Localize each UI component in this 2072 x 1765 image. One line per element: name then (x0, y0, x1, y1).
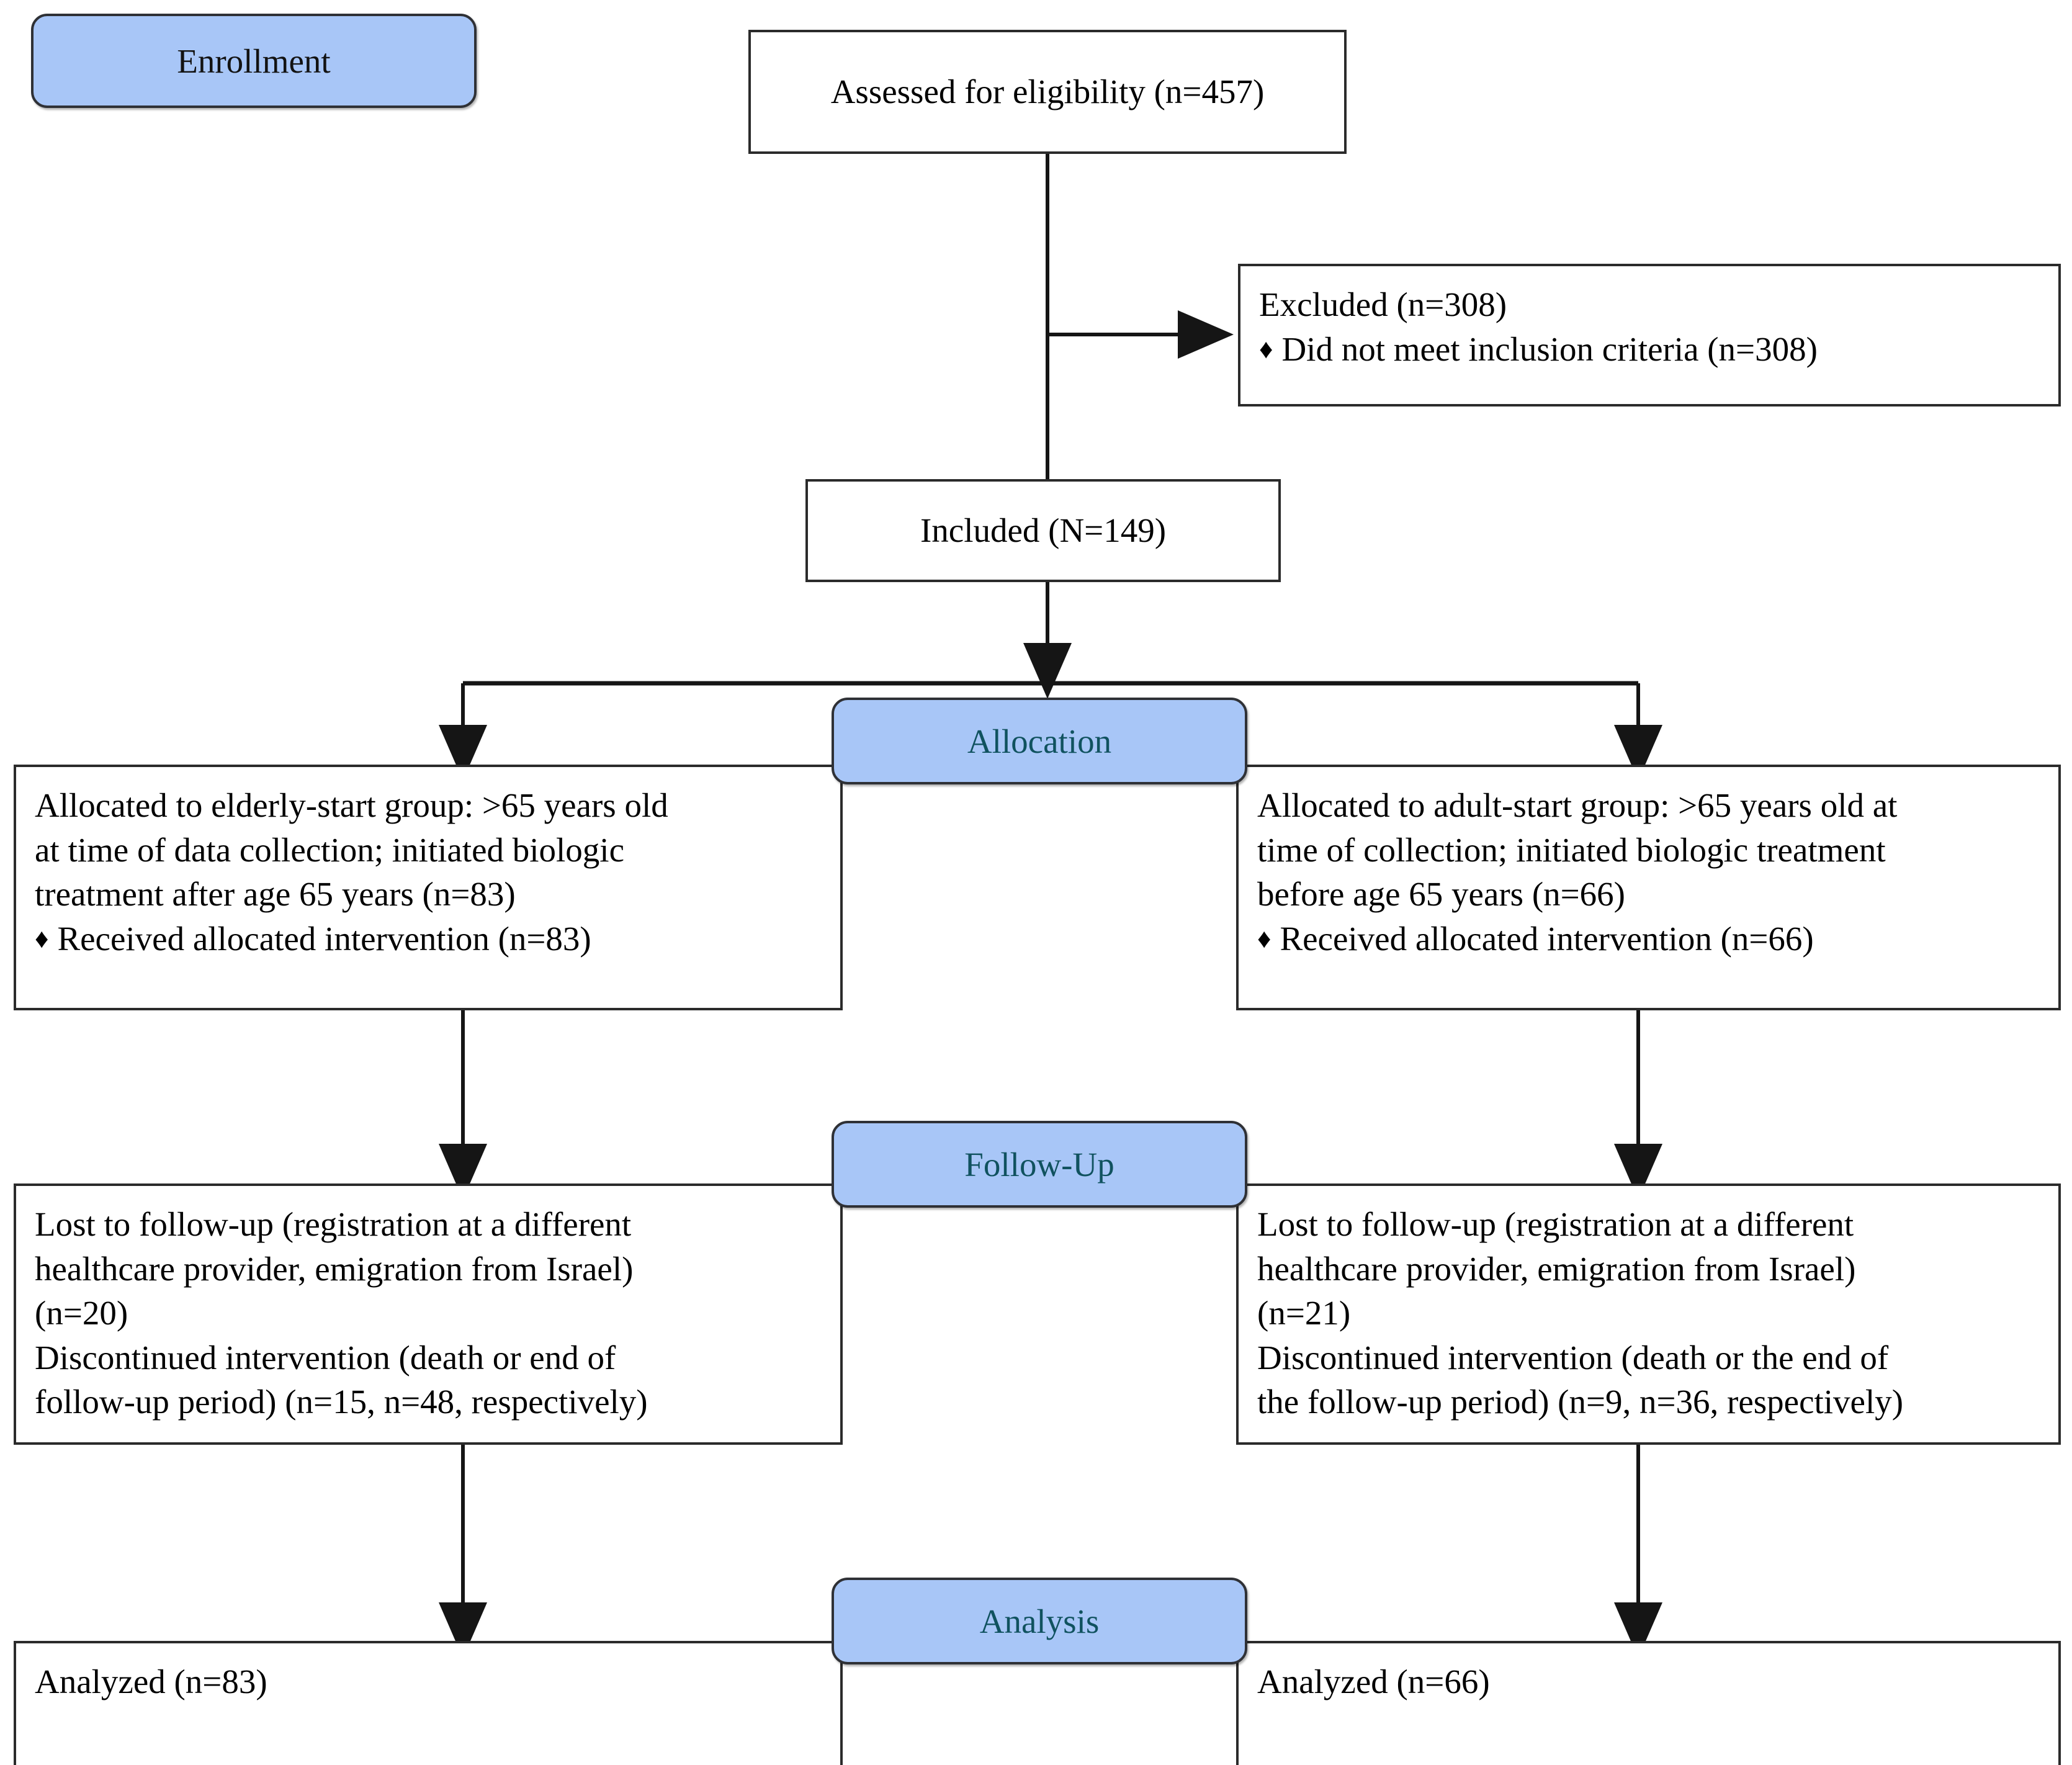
diamond-bullet-icon: ♦ (1259, 333, 1273, 364)
node-alloc-left-line-1: Allocated to elderly-start group: >65 ye… (35, 786, 668, 824)
node-alloc-left-line-2: at time of data collection; initiated bi… (35, 830, 624, 869)
node-excluded-line-1: Excluded (n=308) (1259, 285, 1507, 323)
node-assessed-for-eligibility[interactable]: Assessed for eligibility (n=457) (748, 30, 1347, 154)
node-followup-right-line-4: Discontinued intervention (death or the … (1257, 1338, 1889, 1377)
stage-pill-followup[interactable]: Follow-Up (832, 1121, 1247, 1208)
stage-pill-allocation[interactable]: Allocation (832, 698, 1247, 784)
node-followup-right-line-2: healthcare provider, emigration from Isr… (1257, 1249, 1856, 1288)
node-alloc-left-bullet-1: ♦ Received allocated intervention (n=83) (35, 917, 824, 961)
node-excluded-bullet-1-text: Did not meet inclusion criteria (n=308) (1281, 330, 1818, 368)
node-allocated-adult-start[interactable]: Allocated to adult-start group: >65 year… (1236, 765, 2061, 1010)
node-followup-right-line-3: (n=21) (1257, 1294, 1351, 1332)
node-followup-left-line-4: Discontinued intervention (death or end … (35, 1338, 616, 1377)
stage-pill-allocation-label: Allocation (967, 722, 1112, 760)
node-alloc-left-line-3: treatment after age 65 years (n=83) (35, 875, 516, 913)
node-followup-left-line-2: healthcare provider, emigration from Isr… (35, 1249, 634, 1288)
node-assessed-line-1: Assessed for eligibility (n=457) (830, 73, 1265, 111)
node-followup-left-line-5: follow-up period) (n=15, n=48, respectiv… (35, 1383, 648, 1421)
stage-pill-enrollment-label: Enrollment (177, 42, 331, 80)
node-followup-right-line-1: Lost to follow-up (registration at a dif… (1257, 1205, 1854, 1243)
node-alloc-right-bullet-1: ♦ Received allocated intervention (n=66) (1257, 917, 2042, 961)
node-excluded[interactable]: Excluded (n=308) ♦ Did not meet inclusion… (1238, 264, 2061, 406)
node-alloc-right-line-2: time of collection; initiated biologic t… (1257, 830, 1886, 869)
node-excluded-bullet-1: ♦ Did not meet inclusion criteria (n=308) (1259, 327, 2042, 372)
node-allocated-elderly-start[interactable]: Allocated to elderly-start group: >65 ye… (14, 765, 843, 1010)
node-analyzed-right-line-1: Analyzed (n=66) (1257, 1663, 1490, 1700)
node-included[interactable]: Included (N=149) (805, 479, 1281, 582)
diamond-bullet-icon: ♦ (1257, 923, 1271, 954)
node-followup-left-line-1: Lost to follow-up (registration at a dif… (35, 1205, 632, 1243)
node-analyzed-left-line-1: Analyzed (n=83) (35, 1663, 267, 1700)
node-followup-adult-start[interactable]: Lost to follow-up (registration at a dif… (1236, 1183, 2061, 1445)
stage-pill-analysis-label: Analysis (979, 1602, 1100, 1640)
node-alloc-right-bullet-1-text: Received allocated intervention (n=66) (1280, 919, 1814, 958)
stage-pill-followup-label: Follow-Up (964, 1145, 1114, 1183)
diamond-bullet-icon: ♦ (35, 923, 49, 954)
node-alloc-right-line-3: before age 65 years (n=66) (1257, 875, 1625, 913)
stage-pill-enrollment[interactable]: Enrollment (31, 14, 477, 108)
node-alloc-left-bullet-1-text: Received allocated intervention (n=83) (57, 919, 591, 958)
node-followup-right-line-5: the follow-up period) (n=9, n=36, respec… (1257, 1383, 1904, 1421)
node-alloc-right-line-1: Allocated to adult-start group: >65 year… (1257, 786, 1898, 824)
node-analyzed-adult-start[interactable]: Analyzed (n=66) (1236, 1641, 2061, 1765)
node-followup-elderly-start[interactable]: Lost to follow-up (registration at a dif… (14, 1183, 843, 1445)
node-analyzed-elderly-start[interactable]: Analyzed (n=83) (14, 1641, 843, 1765)
stage-pill-analysis[interactable]: Analysis (832, 1578, 1247, 1664)
node-followup-left-line-3: (n=20) (35, 1294, 128, 1332)
node-included-line-1: Included (N=149) (920, 511, 1167, 550)
